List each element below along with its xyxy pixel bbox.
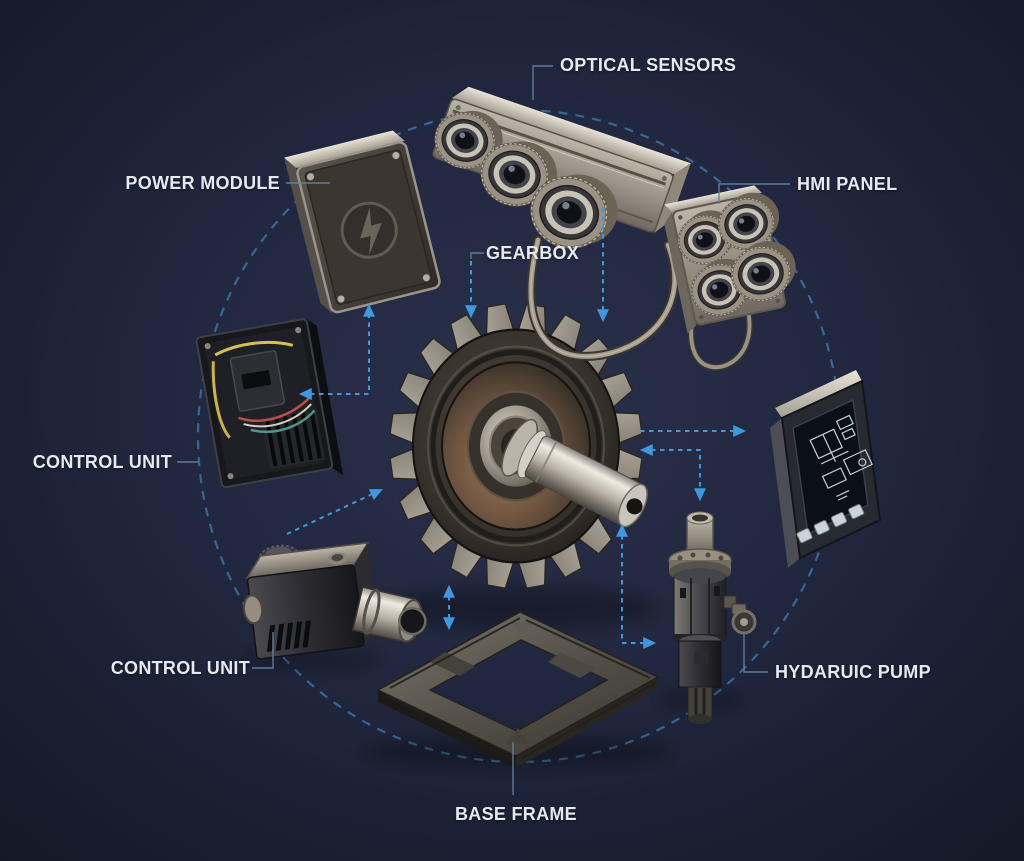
label-connectors [177,65,790,795]
power-module-illustration [284,130,441,314]
motor-coupler [351,586,427,644]
panel-screen [792,398,869,536]
label-control-unit-left: CONTROL UNIT [32,452,172,472]
display-panel-illustration [770,370,882,568]
label-power-module: POWER MODULE [125,173,280,193]
connector-hmi-panel [718,183,790,204]
connector-hydraulic-pump [743,634,768,673]
lightning-bolt-icon [359,207,382,255]
label-gearbox: GEARBOX [486,243,580,263]
hmi-cable [689,296,752,370]
arrow-pump-to-gear [616,523,657,649]
label-optical-sensors: OPTICAL SENSORS [560,55,737,75]
gearbox-illustration [389,303,648,589]
label-base-frame: BASE FRAME [454,804,577,824]
control-unit-pcb-illustration [195,318,344,489]
panel-buttons [796,503,865,544]
arrow-motor-to-gear [286,489,383,535]
screen-schematic [809,414,873,501]
side-button [242,594,264,625]
flow-arrows [286,207,747,649]
label-control-unit-bottom: CONTROL UNIT [110,658,250,678]
control-unit-motor-illustration [242,541,427,660]
hydraulic-pump-illustration [668,511,757,724]
connector-optical-sensors [532,65,553,100]
wire-red [238,396,311,422]
wire-yellow [214,340,294,357]
base-frame-illustration [376,611,660,768]
connector-control-unit-bottom [252,632,274,669]
arrow-controlunit-powermodule [298,303,375,400]
arrow-gear-to-pump-top [639,444,706,502]
hmi-panel-illustration [664,185,803,371]
label-hydraulic-pump: HYDARUIC PUMP [775,662,931,682]
label-hmi-panel: HMI PANEL [797,174,898,194]
connector-gearbox [470,252,484,259]
pump-valve [723,595,757,635]
wire-teal [250,409,316,434]
optical-sensors-illustration [427,86,691,361]
